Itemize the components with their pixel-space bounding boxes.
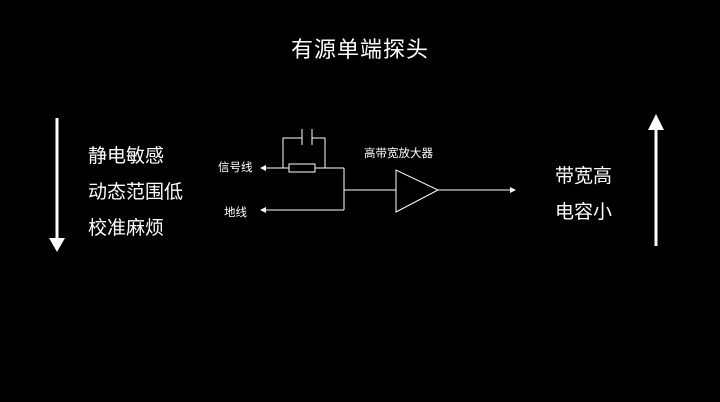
output-arrowhead-icon: [510, 187, 516, 193]
amplifier-triangle: [395, 169, 440, 213]
right-text-block: 带宽高 电容小: [555, 158, 612, 230]
right-text-line: 电容小: [555, 201, 613, 223]
ground-arrowhead-icon: [260, 207, 266, 213]
left-text-line: 静电敏感: [88, 145, 165, 167]
right-text-line: 带宽高: [555, 165, 613, 187]
left-text-line: 校准麻烦: [88, 217, 165, 239]
amplifier-label: 高带宽放大器: [364, 146, 433, 160]
down-arrow-icon: [49, 118, 65, 252]
resistor-symbol: [288, 163, 316, 173]
signal-line-label: 信号线: [218, 160, 253, 174]
left-text-line: 动态范围低: [88, 181, 184, 203]
probe-circuit: [266, 129, 510, 213]
ground-line-label: 地线: [224, 205, 247, 219]
left-text-block: 静电敏感 动态范围低 校准麻烦: [88, 138, 183, 246]
signal-arrowhead-icon: [260, 165, 266, 171]
slide-title: 有源单端探头: [290, 38, 429, 63]
up-arrow-icon: [648, 114, 664, 246]
